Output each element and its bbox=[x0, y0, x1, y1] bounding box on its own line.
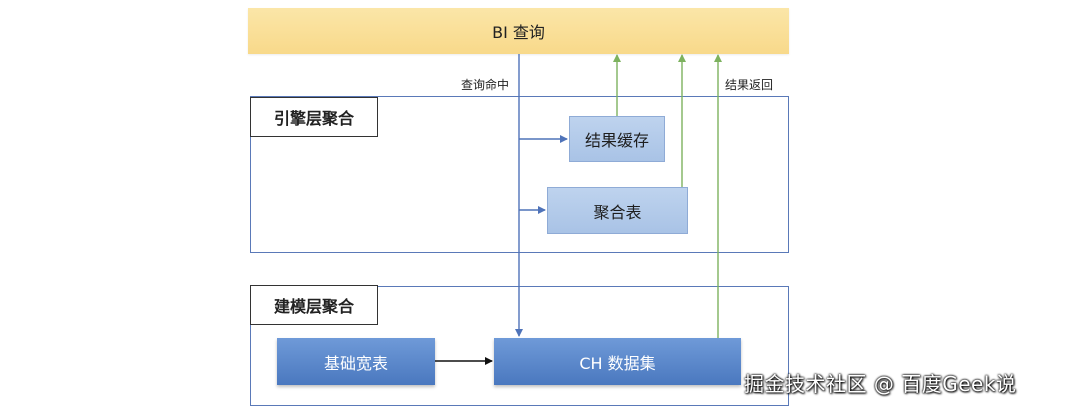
result-cache-box: 结果缓存 bbox=[569, 116, 665, 162]
bi-query-label: BI 查询 bbox=[492, 23, 545, 42]
result-return-label: 结果返回 bbox=[725, 78, 774, 92]
bi-query-bar: BI 查询 bbox=[248, 8, 789, 54]
watermark-text: 掘金技术社区 @ 百度Geek说 bbox=[744, 372, 1017, 396]
engine-layer-title: 引擎层聚合 bbox=[250, 97, 378, 137]
ch-dataset-box: CH 数据集 bbox=[494, 338, 741, 385]
agg-table-box: 聚合表 bbox=[547, 187, 688, 234]
base-wide-table-box: 基础宽表 bbox=[277, 338, 435, 385]
query-hit-label: 查询命中 bbox=[461, 78, 510, 92]
model-layer-title: 建模层聚合 bbox=[250, 285, 378, 325]
